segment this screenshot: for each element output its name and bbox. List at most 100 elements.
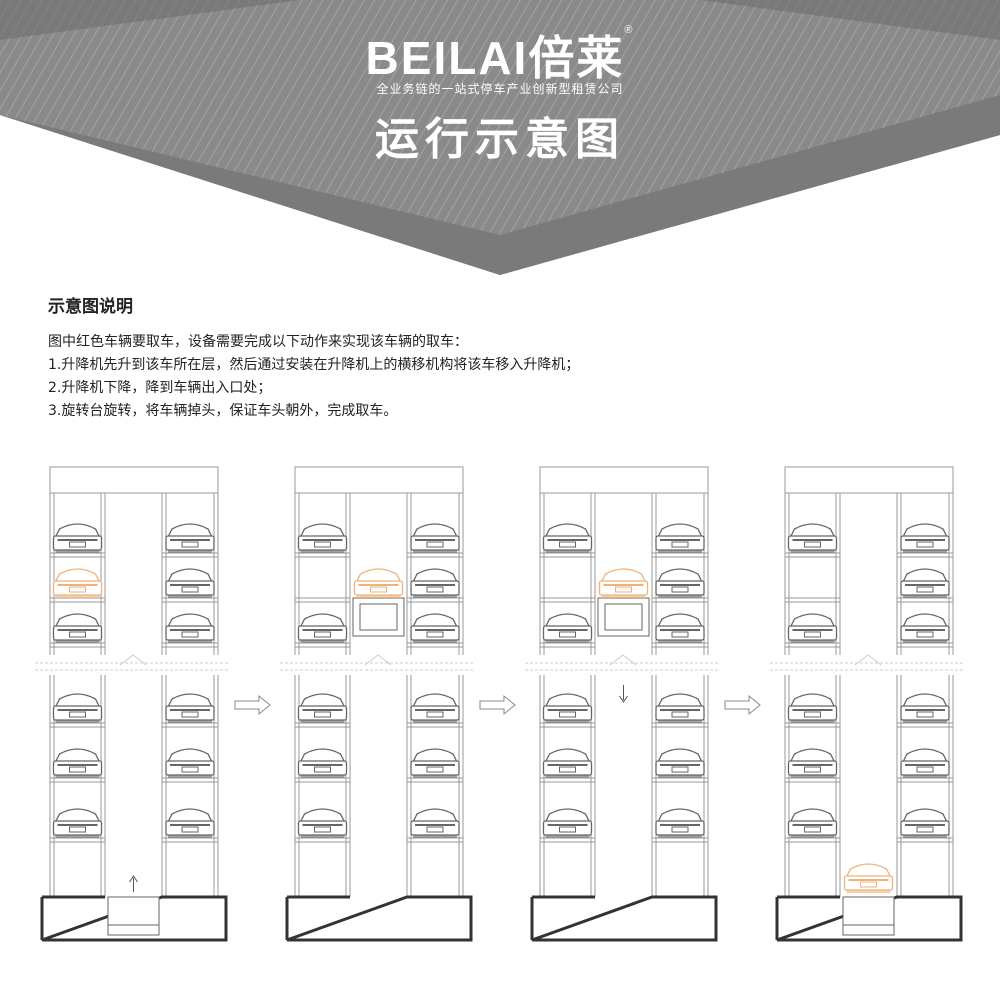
parked-car [787,693,838,723]
car-roof [901,523,949,538]
car-roof [656,613,704,628]
car-plate [916,766,934,773]
description-section: 示意图说明 图中红色车辆要取车，设备需要完成以下动作来实现该车辆的取车： 1.升… [48,292,579,423]
car-roof [166,808,214,823]
shelf-platform [161,552,219,558]
break-mark [119,654,147,666]
car-roof [54,693,101,708]
shelf-platform [896,777,954,783]
parked-car [297,808,348,838]
car-plate [314,631,331,638]
header-banner [0,0,1000,275]
parked-car [542,748,593,778]
car-bumper [55,550,100,553]
parked-car [410,693,460,723]
description-line: 2.升降机下降，降到车辆出入口处； [48,380,272,396]
parked-car [165,748,215,778]
car-plate [426,826,444,833]
car-bumper [168,595,212,598]
car-plate [916,711,934,718]
parked-car [787,613,838,643]
car-body [410,705,460,721]
car-roof [901,808,949,823]
break-mark [609,654,637,666]
shelf-platform [651,722,709,728]
parked-car [655,613,705,643]
car-plate [69,631,86,638]
parked-car [52,693,103,723]
car-roof [656,748,704,763]
page-title: 运行示意图 [375,114,625,165]
car-body [542,760,593,776]
car-roof [411,748,459,763]
shelf-platform [539,597,596,603]
car-bumper [903,775,947,778]
car-roof [166,693,214,708]
car-plate [559,711,576,718]
shelf-platform [896,552,954,558]
car-body [52,535,103,551]
car-plate [671,586,689,593]
lift-platform [359,603,398,631]
car-bumper [300,835,345,838]
car-plate [69,826,86,833]
car-roof [656,523,704,538]
parked-car [297,748,348,778]
car-roof [355,568,402,583]
car-bumper [300,775,345,778]
shelf-platform [651,642,709,648]
shelf-platform [49,552,106,558]
car-bumper [658,720,702,723]
top-beam [294,466,464,494]
car-plate [559,541,576,548]
arrow-down-icon [619,685,628,703]
parked-car [655,523,705,553]
car-roof [54,613,101,628]
parked-car [787,748,838,778]
break-mark [364,654,392,666]
car-plate [314,541,331,548]
car-roof [54,523,101,538]
parked-car [655,748,705,778]
shelf-platform [784,642,841,648]
shelf-platform [651,552,709,558]
top-beam [784,466,954,494]
ground-pit [286,895,473,942]
shelf-platform [294,777,351,783]
parked-car [410,613,460,643]
parked-car [900,523,950,553]
car-roof [789,613,836,628]
description-line: 3.旋转台旋转，将车辆掉头，保证车头朝外，完成取车。 [48,403,398,419]
parked-car [165,568,215,598]
car-bumper [903,835,947,838]
car-body [297,625,348,641]
car-roof [845,863,892,878]
car-body [165,820,215,836]
shelf-platform [294,837,351,843]
car-bumper [356,595,401,598]
shelf-platform [49,777,106,783]
parked-car [655,568,705,598]
step-arrow-icon [724,694,761,716]
car-plate [615,586,632,593]
car-roof [656,693,704,708]
parked-car [900,748,950,778]
car-roof [789,808,836,823]
parked-car [542,523,593,553]
car-roof [411,808,459,823]
car-bumper [658,775,702,778]
car-body [900,580,950,596]
shelf-platform [651,837,709,843]
description-heading: 示意图说明 [48,297,133,317]
car-body [843,875,894,891]
car-roof [901,748,949,763]
parked-car [410,748,460,778]
step-arrow-icon [479,694,516,716]
parked-car [297,613,348,643]
car-body [353,580,404,596]
car-roof [600,568,647,583]
parked-car [655,808,705,838]
car-plate [426,766,444,773]
shelf-platform [49,597,106,603]
shelf-platform [896,722,954,728]
